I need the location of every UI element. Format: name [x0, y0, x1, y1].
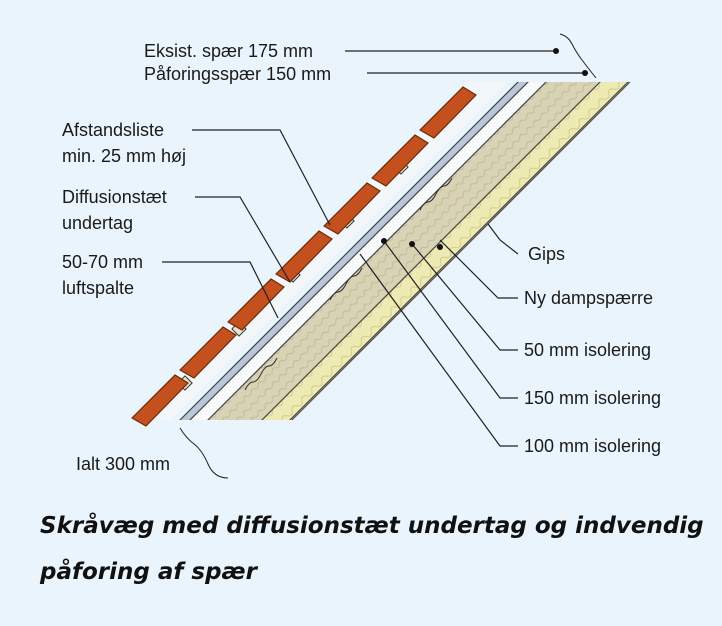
label-luftspalte-1: 50-70 mm: [62, 252, 143, 272]
leader-dots: [381, 48, 588, 250]
label-diffusion-1: Diffusionstæt: [62, 187, 167, 207]
airflow-arrows: [244, 177, 453, 391]
label-ialt: Ialt 300 mm: [76, 454, 170, 474]
roof-section-diagram: Eksist. spær 175 mm Påforingsspær 150 mm…: [62, 33, 661, 479]
label-eksist-spaer: Eksist. spær 175 mm: [144, 41, 313, 61]
caption-line-1: Skråvæg med diffusionstæt undertag og in…: [40, 513, 704, 539]
label-dampspaerre: Ny dampspærre: [524, 288, 653, 308]
underlay-layer: [150, 82, 560, 420]
label-isolering-100: 100 mm isolering: [524, 436, 661, 456]
leader-lines: [162, 50, 585, 447]
braces: [179, 33, 597, 479]
caption-line-2: påforing af spær: [40, 559, 257, 585]
label-isolering-50: 50 mm isolering: [524, 340, 651, 360]
label-gips: Gips: [528, 244, 565, 264]
ventilation-gap-layer: [160, 82, 578, 420]
section-outline: [291, 81, 631, 421]
label-paforingsspaer: Påforingsspær 150 mm: [144, 64, 331, 84]
insulation-150-layer: [232, 82, 630, 420]
existing-rafter-layer: [178, 82, 630, 420]
label-isolering-150: 150 mm isolering: [524, 388, 661, 408]
label-diffusion-2: undertag: [62, 213, 133, 233]
label-afstandsliste-1: Afstandsliste: [62, 120, 164, 140]
roof-tiles: [131, 86, 477, 427]
label-luftspalte-2: luftspalte: [62, 278, 134, 298]
label-afstandsliste-2: min. 25 mm høj: [62, 146, 186, 166]
figure-caption: Skråvæg med diffusionstæt undertag og in…: [40, 503, 720, 595]
